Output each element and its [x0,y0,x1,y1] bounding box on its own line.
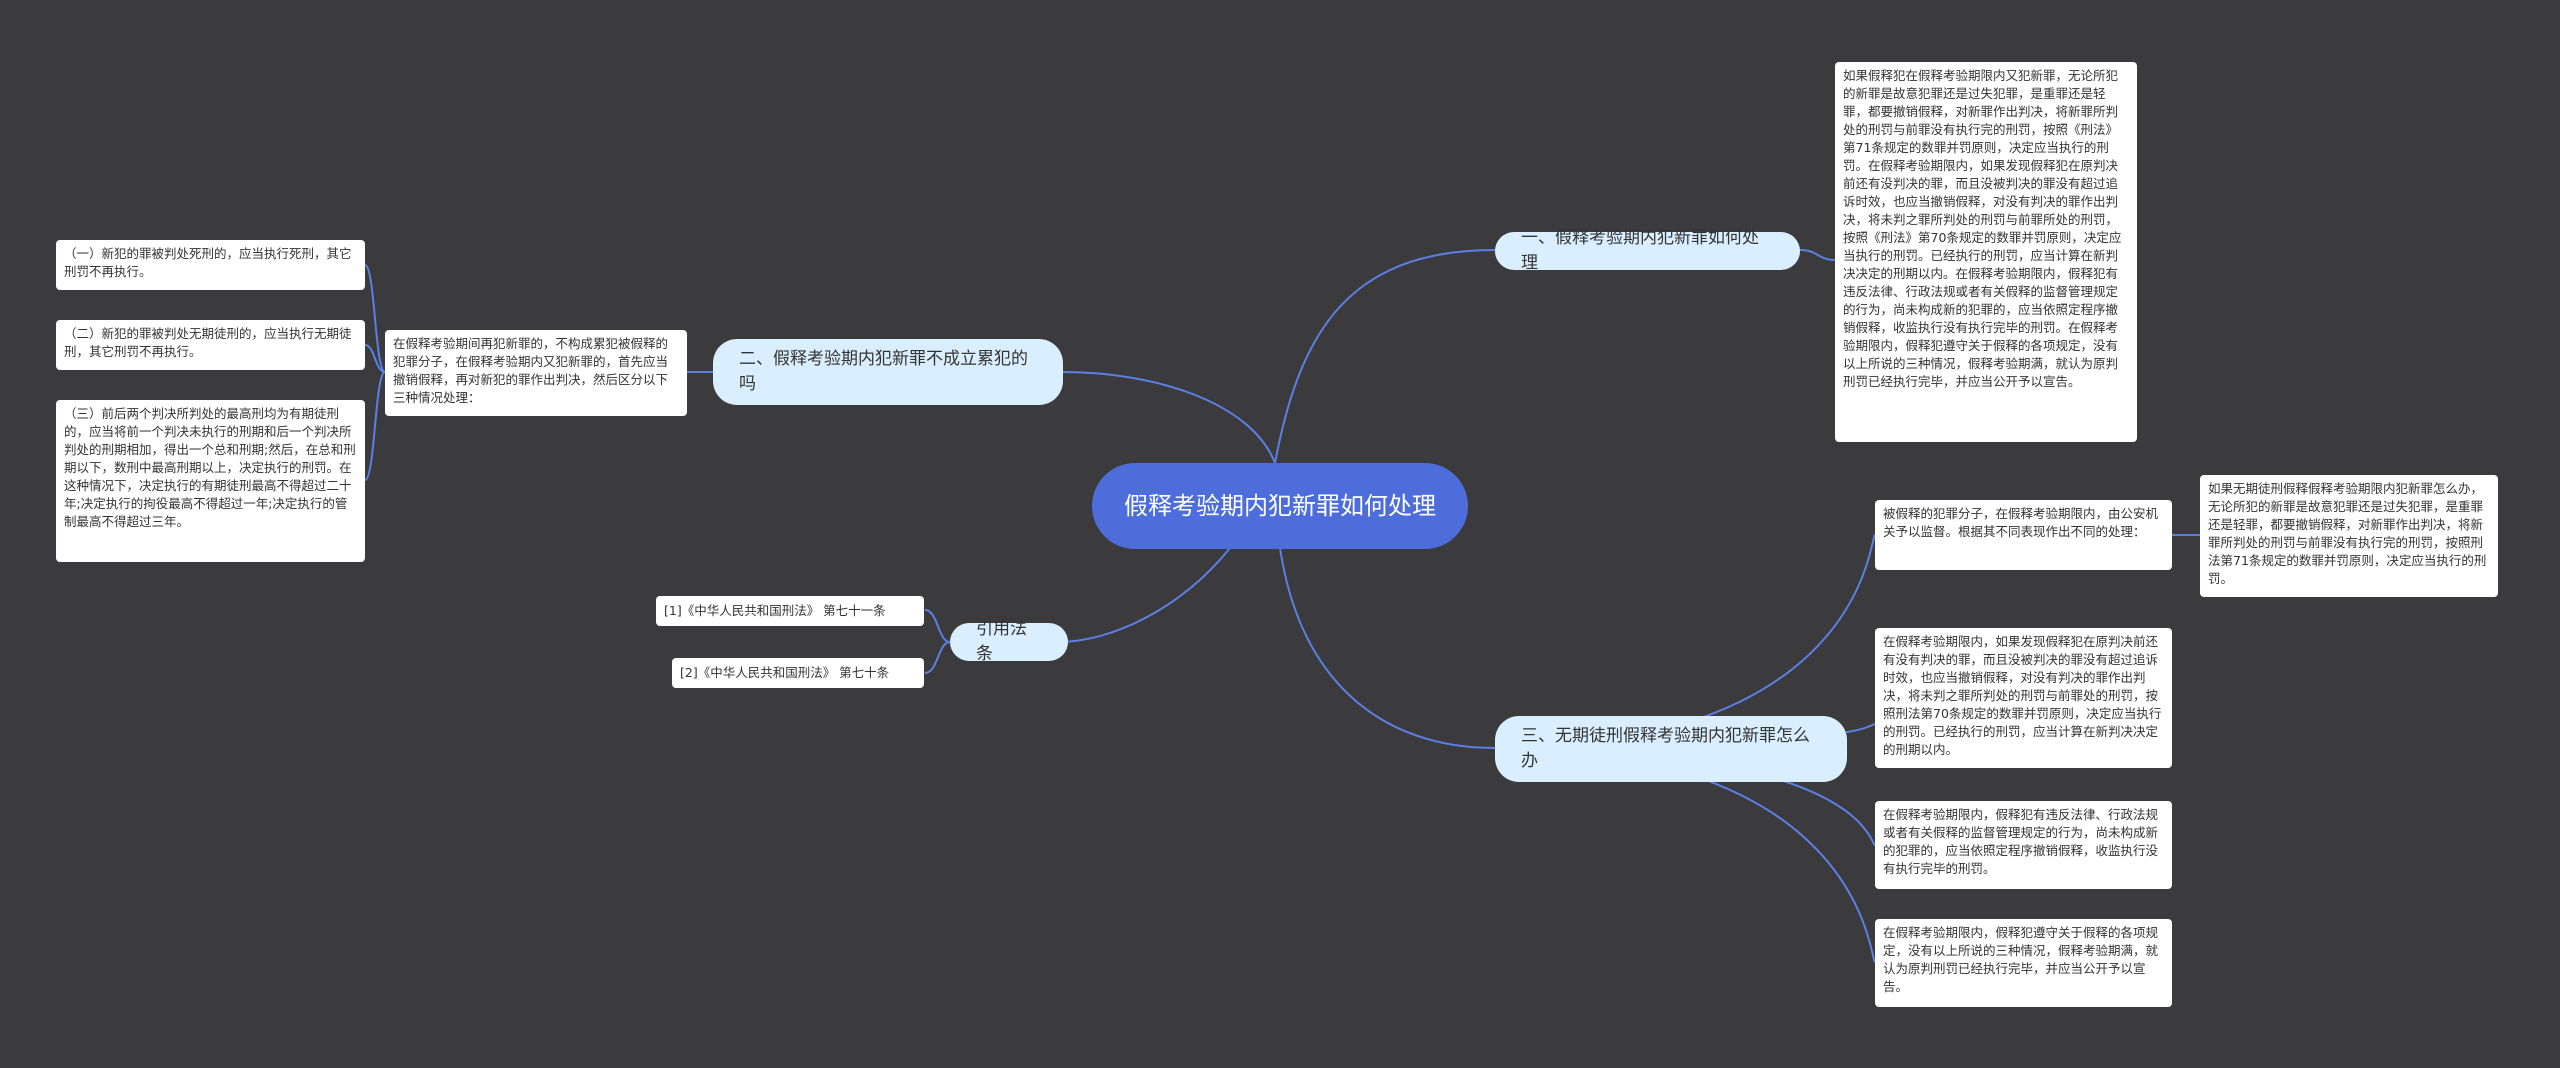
root-topic[interactable]: 假释考验期内犯新罪如何处理 [1092,463,1468,549]
branch-3-first-child[interactable]: 如果无期徒刑假释假释考验期限内犯新罪怎么办，无论所犯的新罪是故意犯罪还是过失犯罪… [2200,475,2498,597]
branch-3-label: 三、无期徒刑假释考验期内犯新罪怎么办 [1521,726,1810,771]
branch-3-item-1[interactable]: 在假释考验期限内，如果发现假释犯在原判决前还有没有判决的罪，而且没被判决的罪没有… [1875,628,2172,768]
branch-1-text[interactable]: 如果假释犯在假释考验期限内又犯新罪，无论所犯的新罪是故意犯罪还是过失犯罪，是重罪… [1835,62,2137,442]
root-title: 假释考验期内犯新罪如何处理 [1124,492,1436,520]
branch-4-label: 引用法条 [976,619,1027,664]
link-root-b4 [1057,547,1231,643]
branch-2-item-2[interactable]: （二）新犯的罪被判处无期徒刑的，应当执行无期徒刑，其它刑罚不再执行。 [56,320,365,370]
branch-3-item-2[interactable]: 在假释考验期限内，假释犯有违反法律、行政法规或者有关假释的监督管理规定的行为，尚… [1875,801,2172,889]
branch-2-item-3[interactable]: （三）前后两个判决所判处的最高刑均为有期徒刑的，应当将前一个判决未执行的刑期和后… [56,400,365,562]
branch-2-intro[interactable]: 在假释考验期间再犯新罪的，不构成累犯被假释的犯罪分子，在假释考验期内又犯新罪的，… [385,330,687,416]
branch-3-first[interactable]: 被假释的犯罪分子，在假释考验期限内，由公安机关予以监督。根据其不同表现作出不同的… [1875,500,2172,570]
branch-2-item-1[interactable]: （一）新犯的罪被判处死刑的，应当执行死刑，其它刑罚不再执行。 [56,240,365,290]
branch-1-label: 一、假释考验期内犯新罪如何处理 [1521,228,1759,273]
link-root-b2 [1062,371,1276,464]
ref-item-1[interactable]: [1]《中华人民共和国刑法》 第七十一条 [656,596,924,626]
branch-4[interactable]: 引用法条 [950,619,1068,664]
branch-3-item-3[interactable]: 在假释考验期限内，假释犯遵守关于假释的各项规定，没有以上所说的三种情况，假释考验… [1875,919,2172,1007]
link-b1-text [1799,249,1836,261]
branch-2-label: 二、假释考验期内犯新罪不成立累犯的吗 [739,349,1028,394]
branch-2[interactable]: 二、假释考验期内犯新罪不成立累犯的吗 [713,339,1063,405]
link-root-b1 [1274,249,1496,464]
link-b4-refs [924,609,951,674]
link-b2-items [364,264,386,481]
link-root-b3 [1279,547,1496,749]
branch-3[interactable]: 三、无期徒刑假释考验期内犯新罪怎么办 [1495,716,1847,782]
branch-1[interactable]: 一、假释考验期内犯新罪如何处理 [1495,228,1800,273]
ref-item-2[interactable]: [2]《中华人民共和国刑法》 第七十条 [672,658,924,688]
